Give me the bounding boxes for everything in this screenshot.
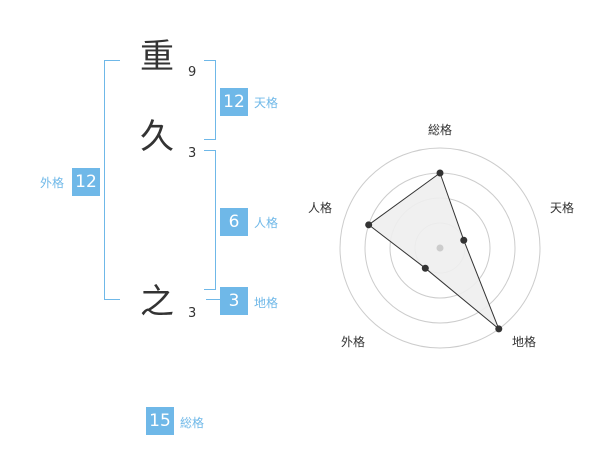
radar-point (460, 236, 468, 244)
radar-axis-label: 外格 (341, 334, 365, 349)
radar-point (421, 264, 429, 272)
name-char-2: 久 (140, 117, 174, 157)
tenkaku-bracket (204, 60, 216, 140)
chikaku-connector (206, 299, 220, 300)
stroke-count-2: 3 (188, 146, 197, 161)
name-char-3: 之 (140, 282, 174, 322)
name-char-1: 重 (140, 37, 174, 77)
radar-ring (339, 147, 541, 349)
radar-axis-label: 総格 (428, 122, 452, 137)
tenkaku-badge: 12 (220, 88, 248, 116)
radar-center-dot (436, 244, 444, 252)
tenkaku-label: 天格 (254, 96, 279, 110)
stroke-count-1: 9 (188, 65, 197, 80)
gaikaku-badge: 12 (72, 168, 100, 196)
radar-polygon (367, 172, 500, 330)
soukaku-label: 総格 (180, 416, 205, 430)
chikaku-badge: 3 (220, 287, 248, 315)
soukaku-badge: 15 (146, 407, 174, 435)
radar-point (365, 221, 373, 229)
radar-axis-label: 人格 (308, 200, 332, 215)
chikaku-label: 地格 (254, 296, 279, 310)
radar-axis-label: 地格 (512, 334, 536, 349)
jinkaku-badge: 6 (220, 208, 248, 236)
stroke-count-3: 3 (188, 306, 197, 321)
gaikaku-label: 外格 (40, 176, 65, 190)
radar-axis-label: 天格 (550, 200, 574, 215)
radar-point (495, 325, 503, 333)
radar-point (436, 169, 444, 177)
jinkaku-label: 人格 (254, 216, 279, 230)
jinkaku-bracket (204, 150, 216, 290)
gaikaku-bracket (104, 60, 120, 300)
